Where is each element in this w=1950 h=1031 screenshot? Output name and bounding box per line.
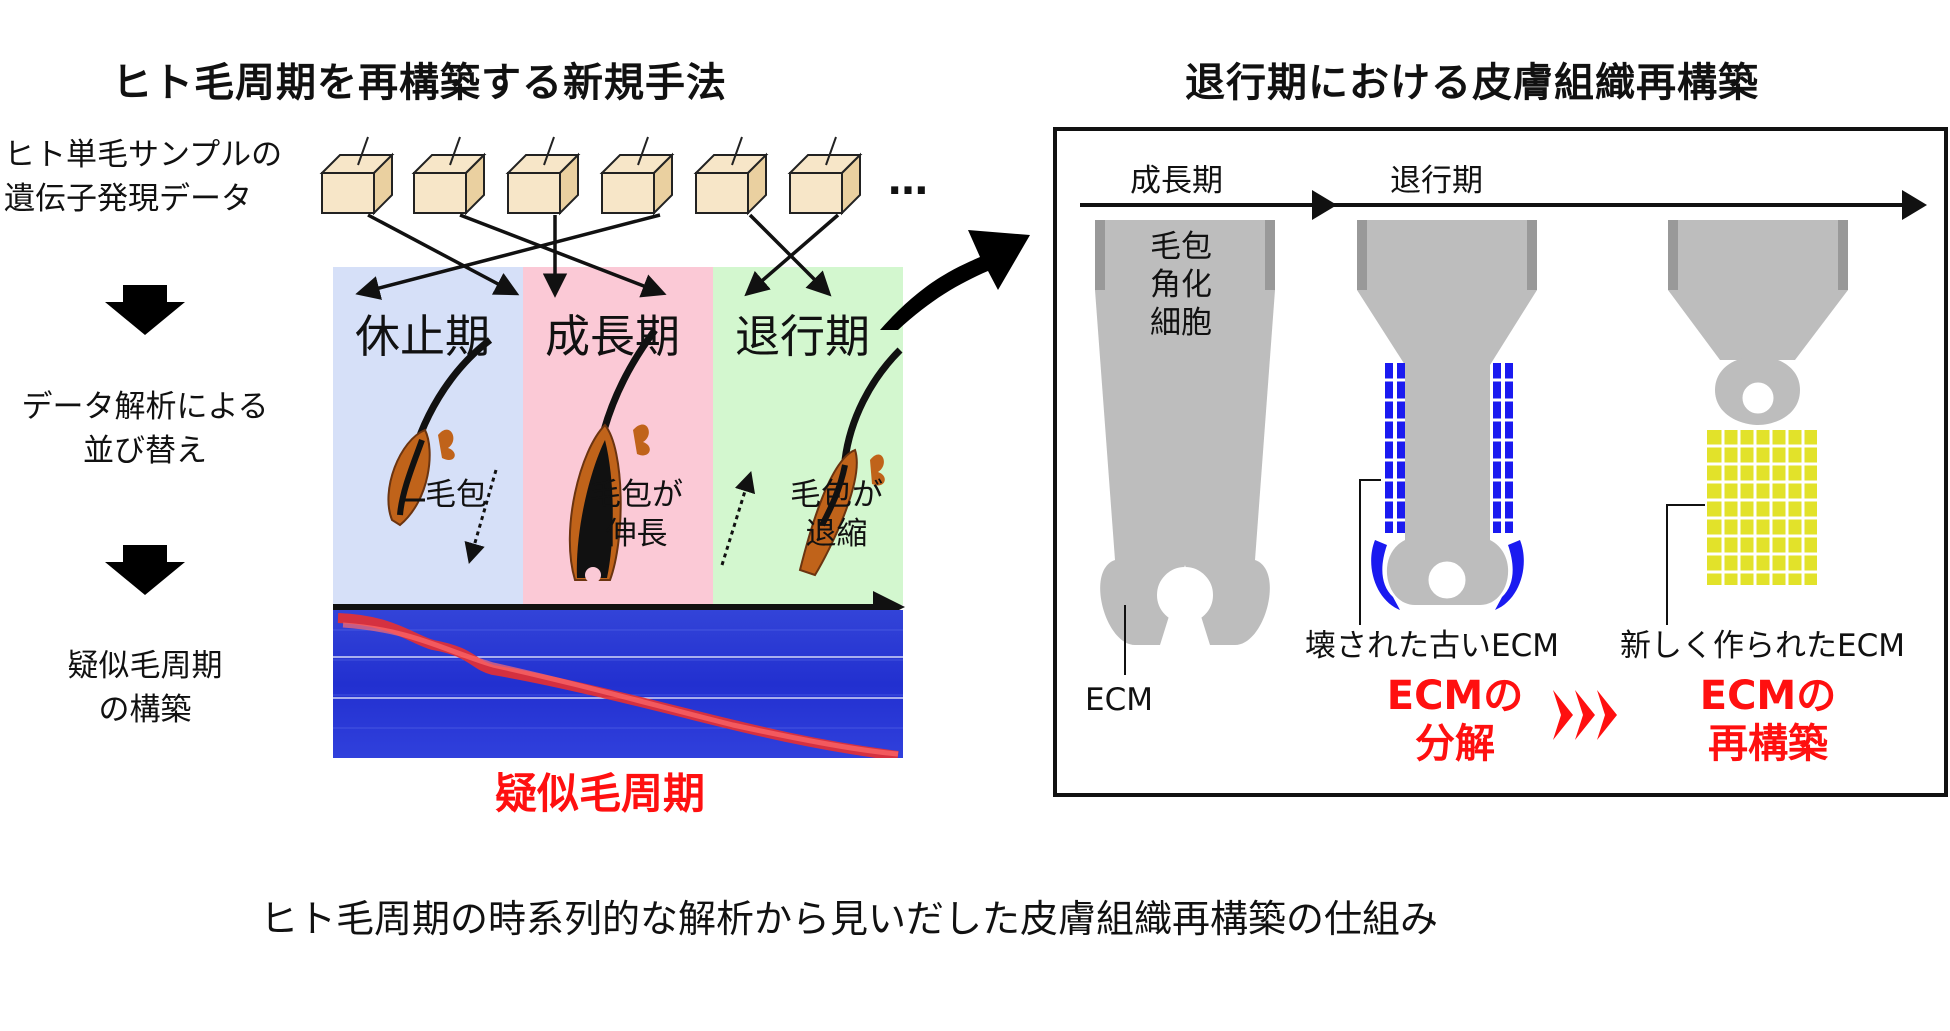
ecm-rebuild-line1: ECMの (1699, 673, 1837, 719)
phase-label-rest: 休止期 (355, 310, 491, 363)
ecm-label: ECM (1085, 682, 1153, 718)
keratinocyte-label: 毛包 角化 細胞 (1150, 228, 1212, 342)
regression-note-line1: 毛包が (790, 477, 883, 513)
broken-ecm-blue (1371, 363, 1524, 610)
step-sample-line1: ヒト単毛サンプルの (4, 137, 283, 173)
pseudo-cycle-label: 疑似毛周期 (495, 769, 706, 818)
step-pseudo-line1: 疑似毛周期 (67, 648, 223, 684)
growth-note-line2: 伸長 (605, 516, 668, 552)
new-ecm-label: 新しく作られたECM (1620, 628, 1905, 664)
regression-follicle-icon (798, 347, 903, 577)
step-sample-line2: 遺伝子発現データ (4, 181, 252, 217)
sample-box-icon (411, 136, 487, 216)
follicle-label: 毛包 (425, 477, 487, 513)
step-pseudo-line2: の構築 (98, 692, 192, 728)
right-title: 退行期における皮膚組織再構築 (1185, 60, 1759, 106)
rebuilt-follicle-shape (1666, 220, 1848, 625)
stage-growth-label: 成長期 (1130, 163, 1223, 199)
ecm-degradation-line2: 分解 (1415, 721, 1495, 767)
down-arrow-icon (105, 545, 185, 595)
stage-regression-label: 退行期 (1390, 163, 1483, 199)
new-ecm-yellow (1707, 430, 1817, 585)
process-arrows-icon (1553, 690, 1617, 740)
step-pseudo-cycle: 疑似毛周期 の構築 (30, 644, 260, 732)
step-reorder-line1: データ解析による (21, 389, 269, 425)
keratinocyte-line3: 細胞 (1150, 305, 1212, 341)
rest-follicle-icon (387, 337, 493, 527)
phase-label-growth: 成長期 (545, 310, 681, 363)
retract-dotted-arrow (720, 470, 756, 566)
step-sample-data: ヒト単毛サンプルの 遺伝子発現データ (4, 133, 282, 221)
regression-note-line2: 退縮 (805, 516, 868, 552)
figure-caption: ヒト毛周期の時系列的な解析から見いだした皮膚組織再構築の仕組み (260, 897, 1439, 941)
broken-ecm-label: 壊された古いECM (1305, 628, 1559, 664)
step-reorder-line2: 並び替え (83, 433, 207, 469)
sample-box-icon (599, 136, 675, 216)
keratinocyte-line1: 毛包 (1150, 229, 1212, 265)
regression-note: 毛包が 退縮 (790, 476, 883, 554)
sample-box-icon (787, 136, 863, 216)
sample-and-follicle-diagram (319, 136, 903, 583)
degrading-follicle-shape (1357, 220, 1537, 625)
assignment-arrows (355, 213, 840, 300)
growth-follicle-shape (1095, 220, 1275, 675)
growth-follicle-icon (568, 327, 658, 583)
ecm-degradation-line1: ECMの (1386, 673, 1524, 719)
step-reorder: データ解析による 並び替え (10, 385, 280, 473)
growth-note-line1: 毛包が (590, 477, 683, 513)
down-arrow-icon (105, 285, 185, 335)
sample-box-icon (693, 136, 769, 216)
left-title: ヒト毛周期を再構築する新規手法 (112, 60, 727, 106)
keratinocyte-line2: 角化 (1150, 267, 1212, 303)
follicle-regression-diagram (1080, 190, 1927, 740)
expression-heatmap (333, 610, 903, 758)
ecm-rebuild-line2: 再構築 (1708, 721, 1828, 767)
regression-panel (1053, 127, 1948, 797)
sample-box-icon (319, 136, 395, 216)
ecm-rebuild-label: ECMの 再構築 (1678, 672, 1858, 768)
ecm-degradation-label: ECMの 分解 (1375, 672, 1535, 768)
more-samples-ellipsis: … (888, 158, 932, 204)
sample-box-icon (505, 136, 581, 216)
connector-arrow-icon (880, 230, 1030, 330)
phase-label-regression: 退行期 (735, 310, 871, 363)
growth-note: 毛包が 伸長 (590, 476, 683, 554)
